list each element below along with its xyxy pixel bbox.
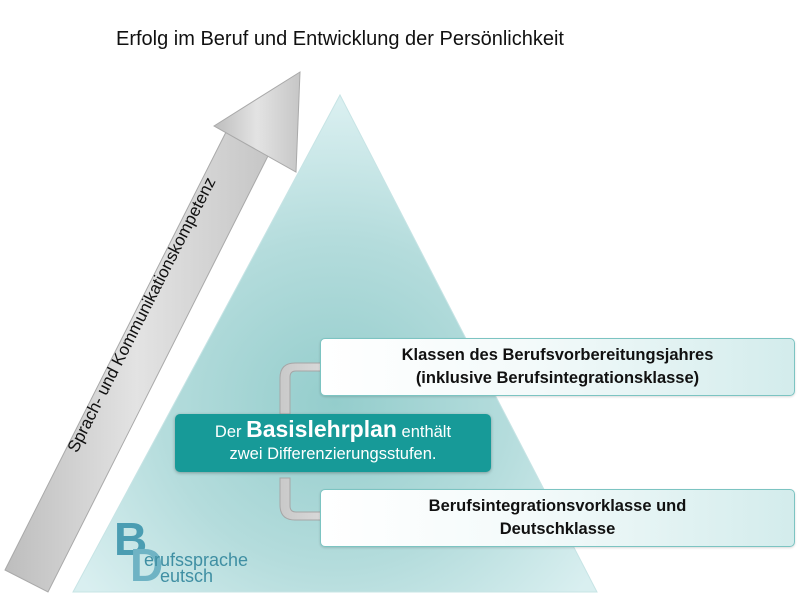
logo-text-1: erufssprache <box>144 550 249 570</box>
logo-text-2: eutsch <box>160 566 214 586</box>
center-line2: zwei Differenzierungsstufen. <box>229 445 437 463</box>
berufssprache-deutsch-logo: B D erufssprache eutsch <box>114 513 284 591</box>
center-prefix: Der <box>214 423 247 441</box>
competence-arrow <box>4 71 301 593</box>
level-box-berufsintegrationsvorklasse: Berufsintegrationsvorklasse und Deutschk… <box>320 489 795 547</box>
basislehrplan-box: Der Basislehrplan enthält zwei Differenz… <box>175 414 491 472</box>
level-box-bottom-line1: Berufsintegrationsvorklasse und <box>428 497 687 515</box>
center-suffix: enthält <box>396 423 452 441</box>
diagram-title: Erfolg im Beruf und Entwicklung der Pers… <box>116 28 564 50</box>
level-box-top-line1: Klassen des Berufsvorbereitungsjahres <box>401 346 714 364</box>
logo-letter-b: B <box>114 513 148 565</box>
logo-letter-d: D <box>130 539 164 591</box>
center-strong: Basislehrplan <box>246 416 397 442</box>
level-box-berufsvorbereitungsjahr: Klassen des Berufsvorbereitungsjahres (i… <box>320 338 795 396</box>
level-box-top-line2: (inklusive Berufsintegrationsklasse) <box>415 369 700 387</box>
level-box-bottom-line2: Deutschklasse <box>499 520 616 538</box>
